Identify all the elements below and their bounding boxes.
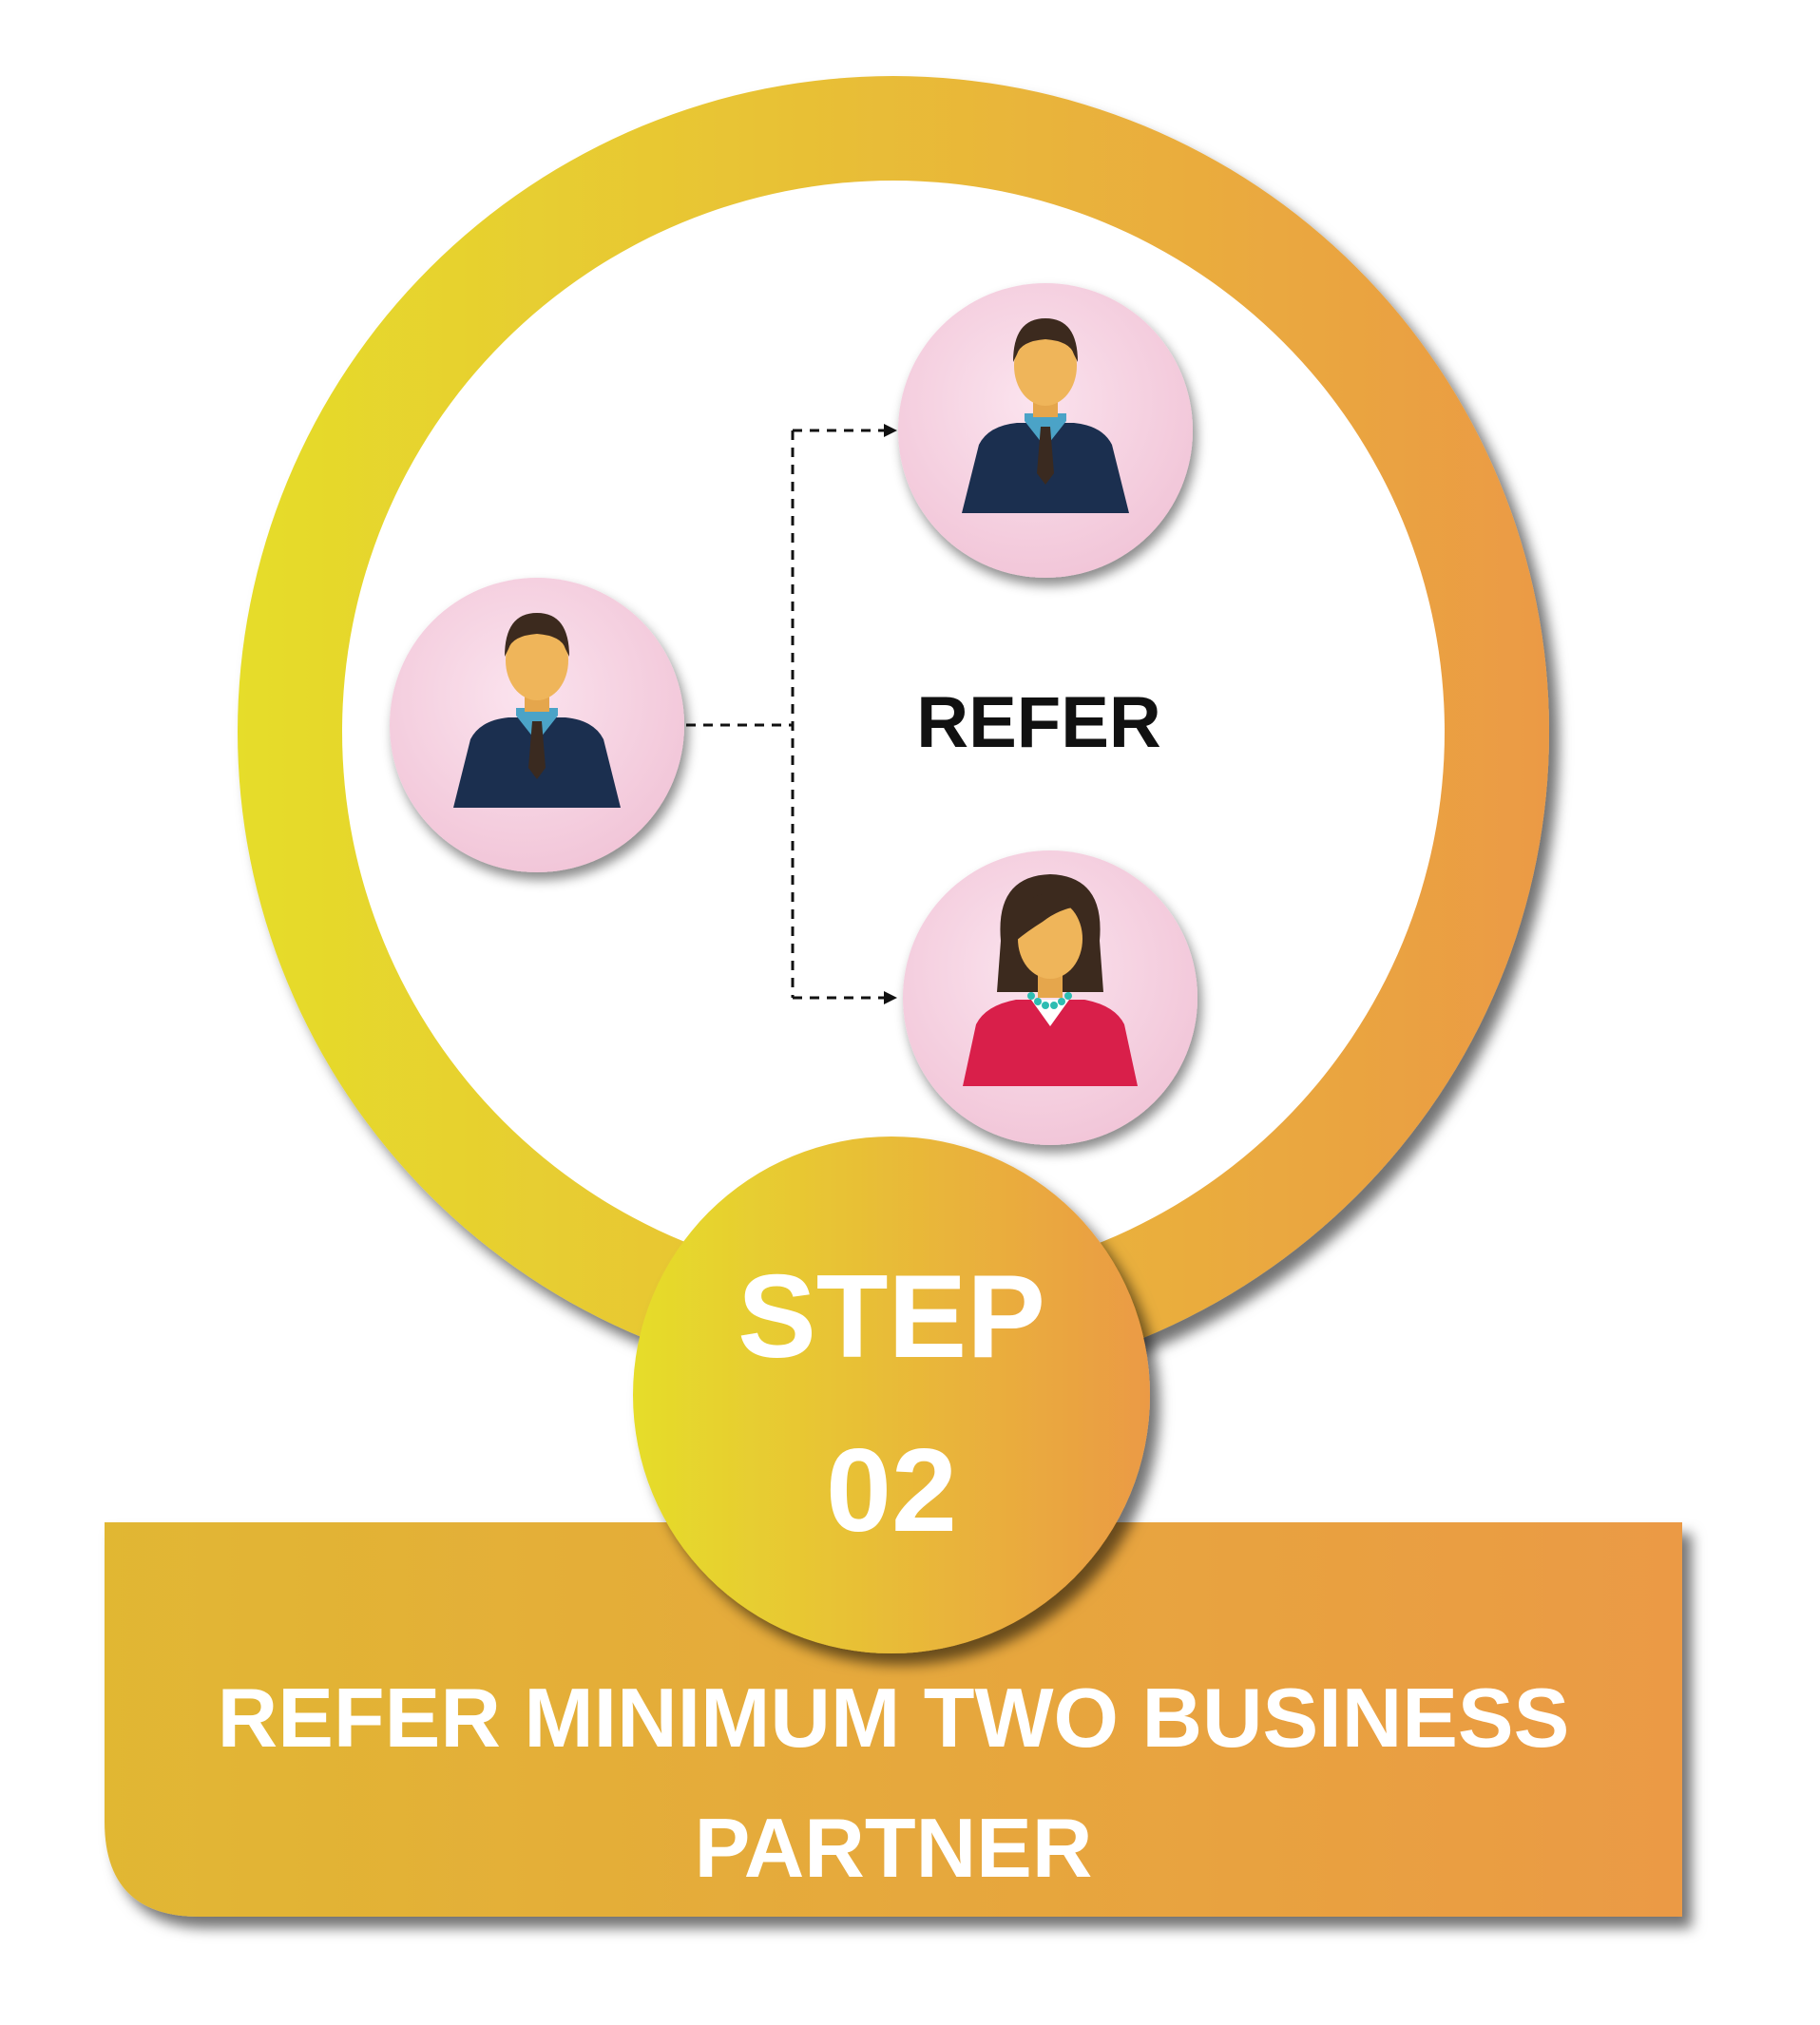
caption-banner [105, 1522, 1682, 1917]
step-number: 02 [826, 1425, 957, 1557]
avatar-referrer [390, 578, 684, 872]
man-figure-icon [453, 613, 621, 808]
avatar-partner-top [898, 283, 1193, 578]
step-badge: STEP 02 [633, 1137, 1150, 1653]
referral-connectors [686, 424, 897, 1004]
caption-line-2: PARTNER [695, 1801, 1093, 1895]
man-figure-icon [962, 318, 1129, 513]
woman-figure-icon [963, 874, 1138, 1086]
caption-line-1: REFER MINIMUM TWO BUSINESS [218, 1671, 1570, 1765]
necklace-icon [1027, 992, 1072, 1009]
step-word: STEP [738, 1251, 1045, 1383]
avatar-partner-bottom [903, 850, 1197, 1145]
refer-label: REFER [916, 682, 1161, 763]
